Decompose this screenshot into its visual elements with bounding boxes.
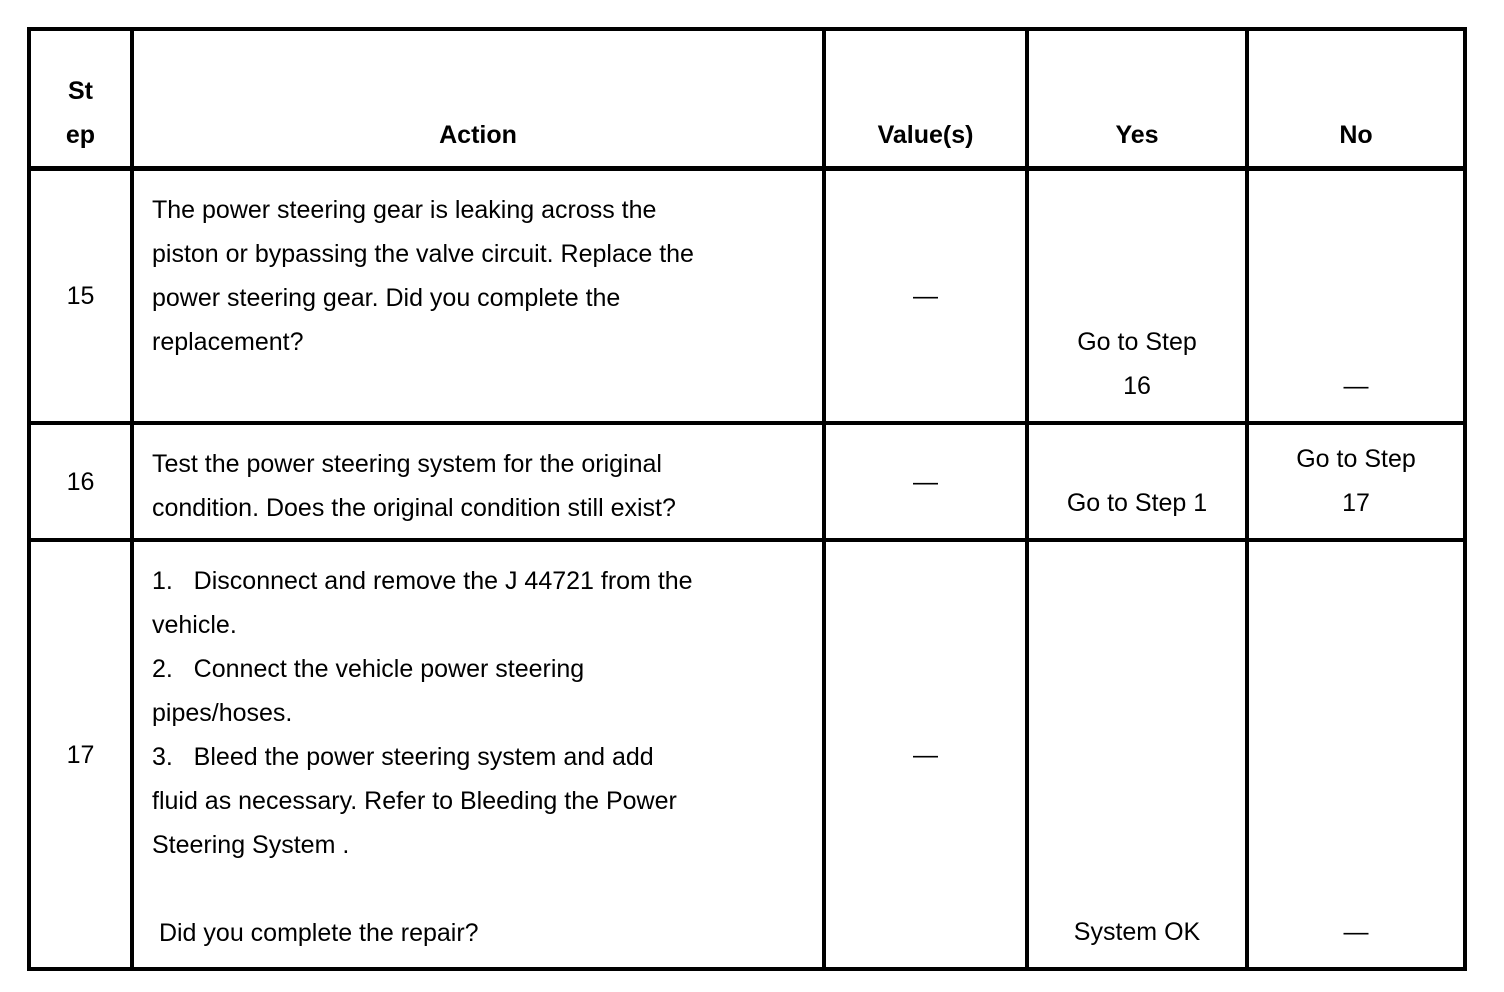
diagnostic-steps-table: St ep Action Value(s) Yes No 15 The power… (27, 27, 1467, 971)
row-17-action-cell: 1. Disconnect and remove the J 44721 fro… (130, 538, 826, 971)
row-15-value-cell: — (822, 166, 1029, 425)
text-line: System OK (1073, 918, 1201, 946)
text-line: Go to Step 1 (1066, 489, 1208, 517)
text-line: Test the power steering system for the o… (152, 450, 662, 478)
text-line: 16 (1123, 372, 1151, 400)
table-row-step-15: 15 The power steering gear is leaking ac… (27, 166, 1467, 425)
row-15-step-cell: 15 (27, 166, 134, 425)
text-line: pipes/hoses. (152, 699, 293, 727)
column-header-yes: Yes (1025, 27, 1249, 171)
text-line: 17 (1342, 489, 1370, 517)
text-line: power steering gear. Did you complete th… (152, 283, 621, 312)
column-header-values: Value(s) (822, 27, 1029, 171)
text-line: Did you complete the repair? (152, 919, 479, 947)
table-row-step-16: 16 Test the power steering system for th… (27, 421, 1467, 542)
text-line: — (1343, 372, 1369, 400)
text-line: 1. Disconnect and remove the J 44721 fro… (152, 567, 693, 595)
text-line: vehicle. (152, 611, 237, 639)
row-17-yes-cell: System OK (1025, 538, 1249, 971)
row-17-no-cell: — (1245, 538, 1467, 971)
text-line: Go to Step (1296, 445, 1416, 473)
header-row: St ep Action Value(s) Yes No (27, 27, 1467, 171)
row-16-value-cell: — (822, 421, 1029, 542)
row-16-yes-cell: Go to Step 1 (1025, 421, 1249, 542)
text-line: ep (65, 120, 96, 149)
row-16-step-cell: 16 (27, 421, 134, 542)
text-line: piston or bypassing the valve circuit. R… (152, 239, 694, 268)
text-line: 2. Connect the vehicle power steering (152, 655, 585, 683)
column-header-no: No (1245, 27, 1467, 171)
text-line: fluid as necessary. Refer to Bleeding th… (152, 787, 677, 815)
row-15-action-cell: The power steering gear is leaking acros… (130, 166, 826, 425)
text-line: St (68, 76, 93, 105)
text-line: replacement? (152, 327, 304, 356)
column-header-action: Action (130, 27, 826, 171)
row-17-step-cell: 17 (27, 538, 134, 971)
row-16-no-cell: Go to Step 17 (1245, 421, 1467, 542)
table-row-step-17: 17 1. Disconnect and remove the J 44721 … (27, 538, 1467, 971)
diagnostic-table: St ep Action Value(s) Yes No 15 The power… (27, 27, 1467, 971)
text-line: — (1343, 918, 1369, 946)
text-line: condition. Does the original condition s… (152, 494, 676, 522)
column-header-step: St ep (27, 27, 134, 171)
text-line (152, 867, 802, 911)
text-line: Go to Step (1077, 328, 1197, 356)
row-17-value-cell: — (822, 538, 1029, 971)
text-line: Steering System . (152, 831, 350, 859)
text-line: The power steering gear is leaking acros… (152, 195, 657, 224)
row-15-yes-cell: Go to Step 16 (1025, 166, 1249, 425)
row-16-action-cell: Test the power steering system for the o… (130, 421, 826, 542)
row-15-no-cell: — (1245, 166, 1467, 425)
text-line: 3. Bleed the power steering system and a… (152, 743, 654, 771)
